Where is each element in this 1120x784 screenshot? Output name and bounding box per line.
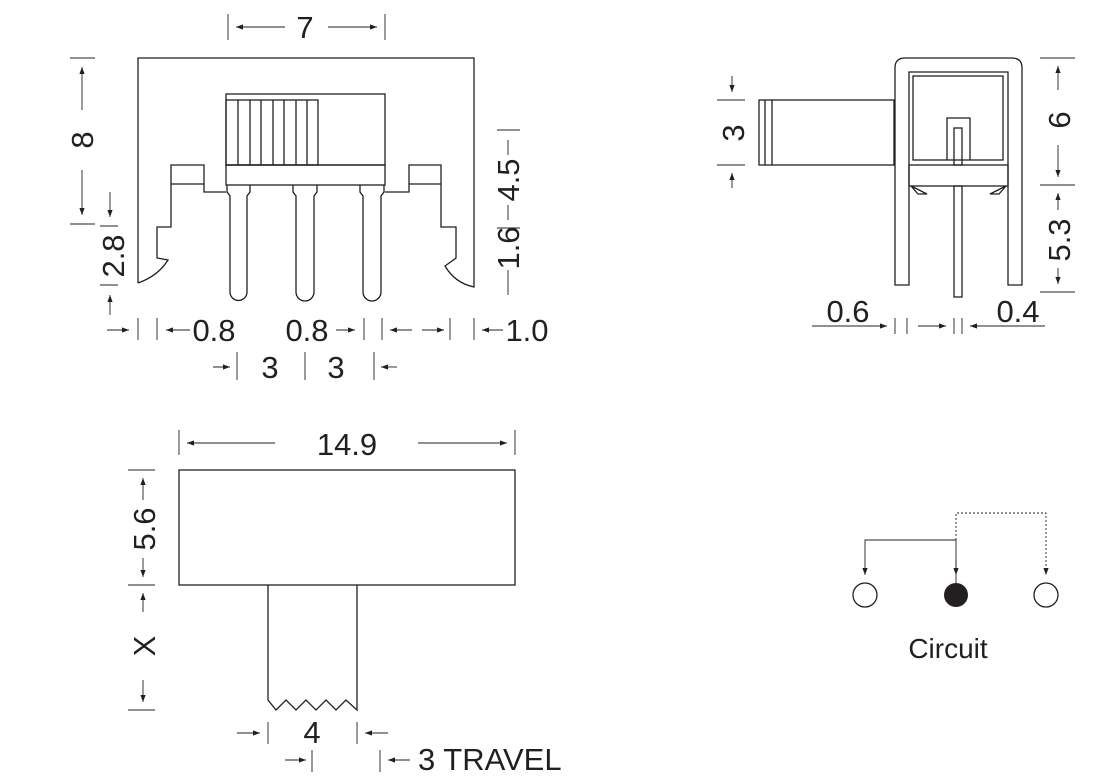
- dim-travel: 3 TRAVEL: [418, 742, 562, 777]
- dim-leg: 2.8: [96, 234, 131, 277]
- front-view: 7 8 2.8 4.5 1.6 0.8 0.8 1.0 3 3: [65, 10, 549, 385]
- circuit-diagram: Circuit: [852, 512, 1059, 664]
- top-view: 14.9 5.6 X 4 3 TRAVEL: [127, 427, 562, 777]
- side-actuator: [758, 99, 895, 166]
- pin-3: [359, 185, 385, 302]
- pin-2: [292, 185, 318, 302]
- terminal-common: [944, 583, 968, 607]
- knurl-lines: [237, 100, 308, 165]
- circuit-label: Circuit: [908, 633, 988, 664]
- dim-frame-thickness: 0.6: [826, 294, 869, 329]
- dim-pin-length: 5.3: [1042, 218, 1077, 261]
- dim-height: 8: [65, 131, 100, 148]
- dim-pitch-left: 3: [261, 350, 278, 385]
- dim-right-bottom: 1.6: [491, 226, 526, 269]
- housing-outline: [137, 57, 475, 288]
- contact-slot: [946, 117, 971, 160]
- side-view: 3 6 5.3 0.6 0.4: [716, 57, 1077, 334]
- dim-pin-thickness: 0.4: [996, 294, 1039, 329]
- side-bar: [908, 164, 1009, 187]
- dim-actuator-length: X: [127, 635, 162, 656]
- dim-pin-width-left: 0.8: [192, 313, 235, 348]
- side-pin: [953, 127, 963, 166]
- pin-1: [226, 185, 251, 302]
- dim-edge: 1.0: [505, 313, 548, 348]
- knurled-grip: [225, 99, 319, 166]
- dim-pitch-right: 3: [327, 350, 344, 385]
- dim-depth: 5.6: [127, 507, 162, 550]
- dim-length: 14.9: [317, 427, 377, 462]
- terminal-left: [852, 582, 878, 608]
- top-body: [178, 469, 516, 586]
- dim-actuator-width: 4: [303, 715, 320, 750]
- base-bar: [225, 164, 386, 186]
- terminal-right: [1033, 582, 1059, 608]
- dim-body-height: 6: [1042, 111, 1077, 128]
- frame-outline: [894, 57, 1023, 286]
- dim-right-top: 4.5: [491, 158, 526, 201]
- dim-width: 7: [296, 10, 313, 45]
- top-actuator: [267, 585, 358, 712]
- dim-pin-width-mid: 0.8: [285, 313, 328, 348]
- dim-actuator: 3: [716, 124, 751, 141]
